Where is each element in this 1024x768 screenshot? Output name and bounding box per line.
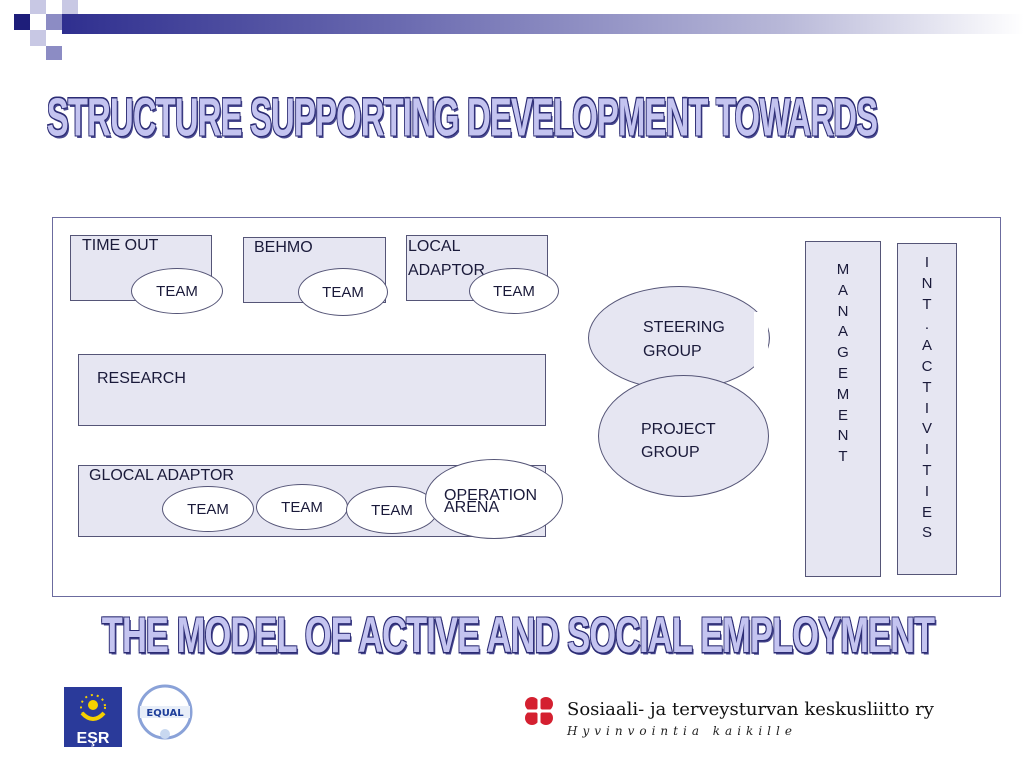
project-group-label-1: PROJECT (641, 421, 716, 438)
project-group-oval (598, 375, 769, 497)
management-label: M A N A G E M E N T (836, 261, 850, 466)
team-label: TEAM (371, 501, 413, 519)
int-activities-label: I N T . A C T I V I T I E S (921, 254, 933, 542)
research-label: RESEARCH (97, 370, 186, 387)
team-oval: TEAM (162, 486, 254, 532)
team-label: TEAM (187, 500, 229, 518)
team-oval: TEAM (469, 268, 559, 314)
steering-group-label-2: GROUP (643, 343, 702, 360)
behmo-label: BEHMO (254, 239, 313, 256)
research-box (78, 354, 546, 426)
steering-group-label-1: STEERING (643, 319, 725, 336)
team-label: TEAM (322, 283, 364, 301)
stars-icon (80, 694, 106, 721)
steering-group-highlight (754, 312, 768, 368)
equal-logo: EQUAL (134, 684, 196, 746)
equal-text: EQUAL (146, 708, 184, 719)
operation-arena-label-1: OPERATION (444, 487, 538, 504)
local-adaptor-label-2: ADAPTOR (408, 262, 486, 279)
decor-square (30, 0, 46, 14)
team-oval: TEAM (131, 268, 223, 314)
project-group-label-2: GROUP (641, 444, 700, 461)
organization-tagline: Hyvinvointia kaikille (567, 724, 797, 738)
slide-subtitle: THE MODEL OF ACTIVE AND SOCIAL EMPLOYMEN… (101, 608, 935, 664)
operation-arena-oval (425, 459, 563, 539)
team-label: TEAM (156, 282, 198, 300)
equal-logo-icon: EQUAL (137, 684, 193, 740)
local-adaptor-label-1: LOCAL (408, 238, 461, 255)
glocal-adaptor-label: GLOCAL ADAPTOR (89, 467, 234, 484)
team-oval: TEAM (346, 486, 438, 534)
team-label: TEAM (281, 498, 323, 516)
time-out-label: TIME OUT (82, 237, 159, 254)
decor-square (46, 46, 62, 60)
cross-logo-icon (525, 697, 553, 725)
management-bar: M A N A G E M E N T (805, 241, 881, 577)
int-activities-bar: I N T . A C T I V I T I E S (897, 243, 957, 575)
decor-square (30, 30, 46, 46)
steering-group-oval (588, 286, 770, 390)
team-oval: TEAM (298, 268, 388, 316)
operation-arena-label-2: ARENA (444, 499, 500, 516)
esr-label: EŞR (64, 731, 122, 747)
decor-square (14, 14, 30, 30)
esr-logo: EŞR (64, 687, 122, 747)
decor-square (62, 0, 78, 14)
team-label: TEAM (493, 282, 535, 300)
organization-name: Sosiaali- ja terveysturvan keskusliitto … (567, 699, 934, 720)
decor-square (46, 14, 62, 30)
slide-title: STRUCTURE SUPPORTING DEVELOPMENT TOWARDS (46, 88, 878, 148)
header-gradient-bar (62, 14, 1024, 34)
team-oval: TEAM (256, 484, 348, 530)
